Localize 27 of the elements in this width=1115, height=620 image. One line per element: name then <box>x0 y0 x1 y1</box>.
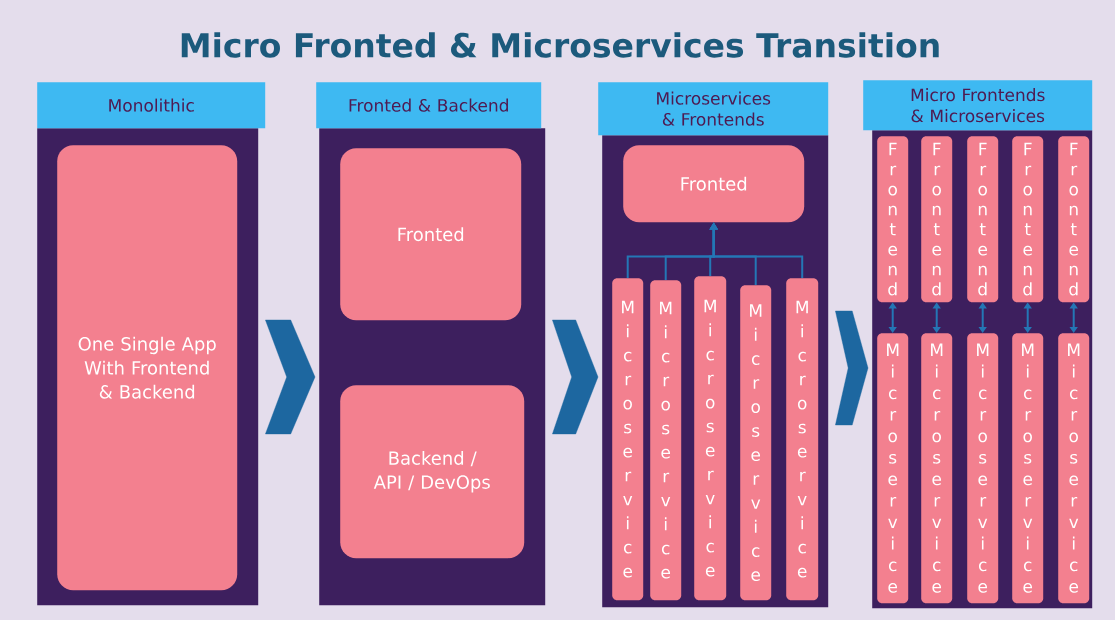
process-box: Frontend <box>921 136 953 303</box>
process-box: Microservice <box>1012 333 1044 604</box>
process-box: Frontend <box>967 136 999 303</box>
node-label: Micro Frontends & Microservices <box>911 88 1045 123</box>
chevron-arrow <box>552 319 599 435</box>
process-box: Microservice <box>612 278 644 601</box>
process-box: Frontend <box>1058 136 1090 303</box>
process-box: Microservice <box>740 285 772 601</box>
process-box: Frontend <box>877 136 909 303</box>
process-box: Microservice <box>786 278 819 601</box>
process-box: Frontend <box>1012 136 1044 303</box>
node-label: Monolithic <box>109 98 194 112</box>
chevron-arrow <box>265 319 316 435</box>
process-box: Fronted <box>623 145 805 223</box>
node-label: Fronted & Backend <box>349 98 508 112</box>
node-label: Microservices & Frontends <box>657 91 771 126</box>
process-box: Microservice <box>650 280 682 601</box>
process-box: Backend / API / DevOps <box>340 385 525 559</box>
chevron-arrow <box>835 310 869 426</box>
process-box: Fronted <box>340 148 522 321</box>
process-box: Microservice <box>694 276 727 601</box>
process-box: Microservice <box>967 333 999 604</box>
process-box: One Single App With Frontend & Backend <box>57 145 238 591</box>
title: Micro Fronted & Microservices Transition <box>181 32 939 58</box>
process-box: Microservice <box>877 333 909 604</box>
process-box: Microservice <box>921 333 953 604</box>
process-box: Microservice <box>1058 333 1090 604</box>
